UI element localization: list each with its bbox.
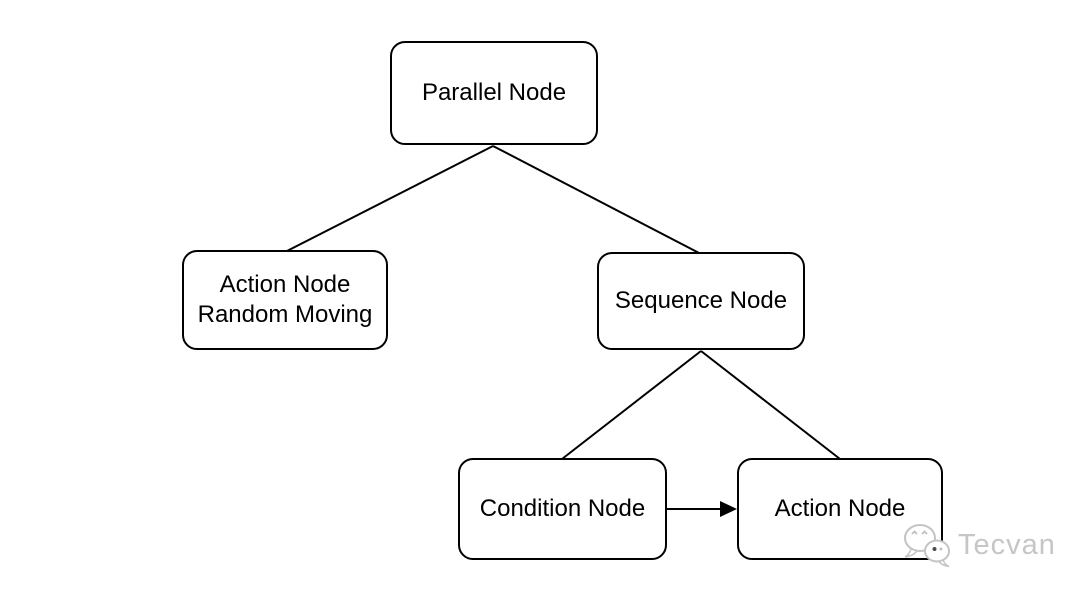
watermark: Tecvan bbox=[901, 521, 1056, 569]
node-action-random-label-line2: Random Moving bbox=[197, 301, 373, 328]
edge-parallel-to-action-random bbox=[284, 145, 494, 253]
node-action-random-label-line1: Action Node bbox=[219, 271, 351, 298]
node-action-label: Action Node bbox=[774, 495, 906, 522]
node-action-random-moving: Action Node Random Moving bbox=[182, 250, 388, 350]
watermark-brand-text: Tecvan bbox=[958, 528, 1056, 561]
edge-parallel-to-sequence bbox=[492, 145, 702, 255]
node-condition: Condition Node bbox=[458, 458, 667, 560]
node-condition-label: Condition Node bbox=[479, 495, 646, 522]
edge-sequence-to-action bbox=[700, 350, 841, 460]
wechat-icon bbox=[904, 524, 950, 568]
edge-sequence-to-condition bbox=[561, 350, 702, 460]
node-parallel-label: Parallel Node bbox=[421, 79, 567, 106]
node-sequence-label: Sequence Node bbox=[614, 287, 788, 314]
node-sequence: Sequence Node bbox=[597, 252, 805, 350]
arrowhead-icon bbox=[720, 501, 737, 517]
node-parallel: Parallel Node bbox=[390, 41, 598, 145]
